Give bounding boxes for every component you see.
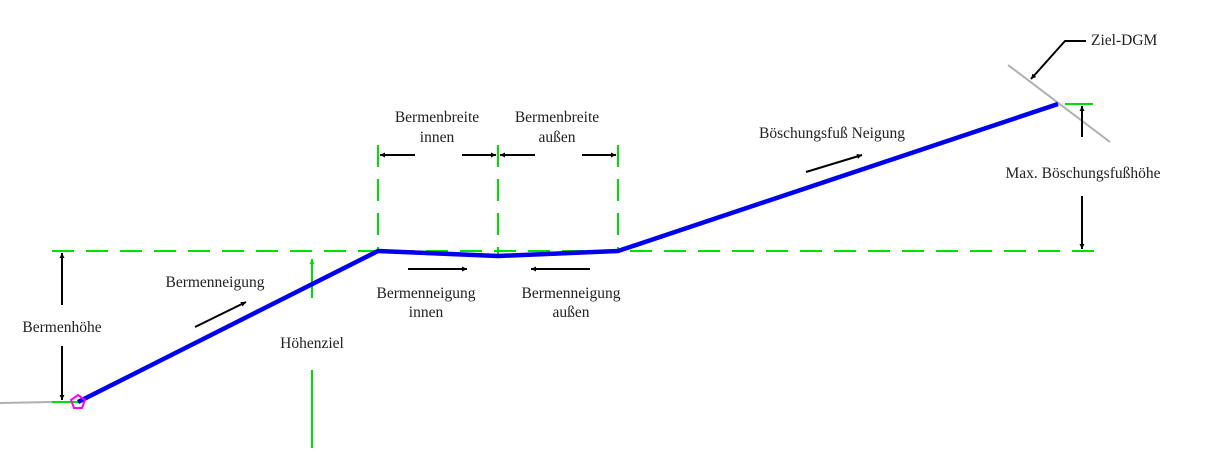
label-hoehenziel: Höhenziel xyxy=(280,335,344,352)
label-bermenbreite-aussen-1: Bermenbreite xyxy=(515,109,599,126)
label-bermenbreite-aussen-2: außen xyxy=(538,129,575,146)
label-bermenneigung: Bermenneigung xyxy=(165,274,264,291)
label-bermenneigung-innen-1: Bermenneigung xyxy=(376,285,475,302)
label-bermenneigung-aussen-1: Bermenneigung xyxy=(521,285,620,302)
label-bermenbreite-innen-1: Bermenbreite xyxy=(395,109,479,126)
boeschungsfuss-neigung-arrow xyxy=(805,154,863,173)
label-bermenneigung-innen-2: innen xyxy=(409,304,444,321)
existing-ground-line xyxy=(0,401,53,404)
label-boeschungsfuss-neigung: Böschungsfuß Neigung xyxy=(759,125,905,142)
bermenneigung-arrow xyxy=(194,301,247,328)
slope-profile xyxy=(76,101,1059,405)
label-ziel-dgm: Ziel-DGM xyxy=(1091,32,1158,49)
label-bermenbreite-innen-2: innen xyxy=(420,129,455,146)
start-point-marker-icon xyxy=(69,393,87,409)
label-max-boeschungsfusshoehe: Max. Böschungsfußhöhe xyxy=(1006,165,1161,182)
label-bermenhoehe: Bermenhöhe xyxy=(22,319,101,336)
target-surface-line xyxy=(1007,64,1111,143)
label-bermenneigung-aussen-2: außen xyxy=(552,304,589,321)
ziel-dgm-leader xyxy=(1030,40,1086,80)
